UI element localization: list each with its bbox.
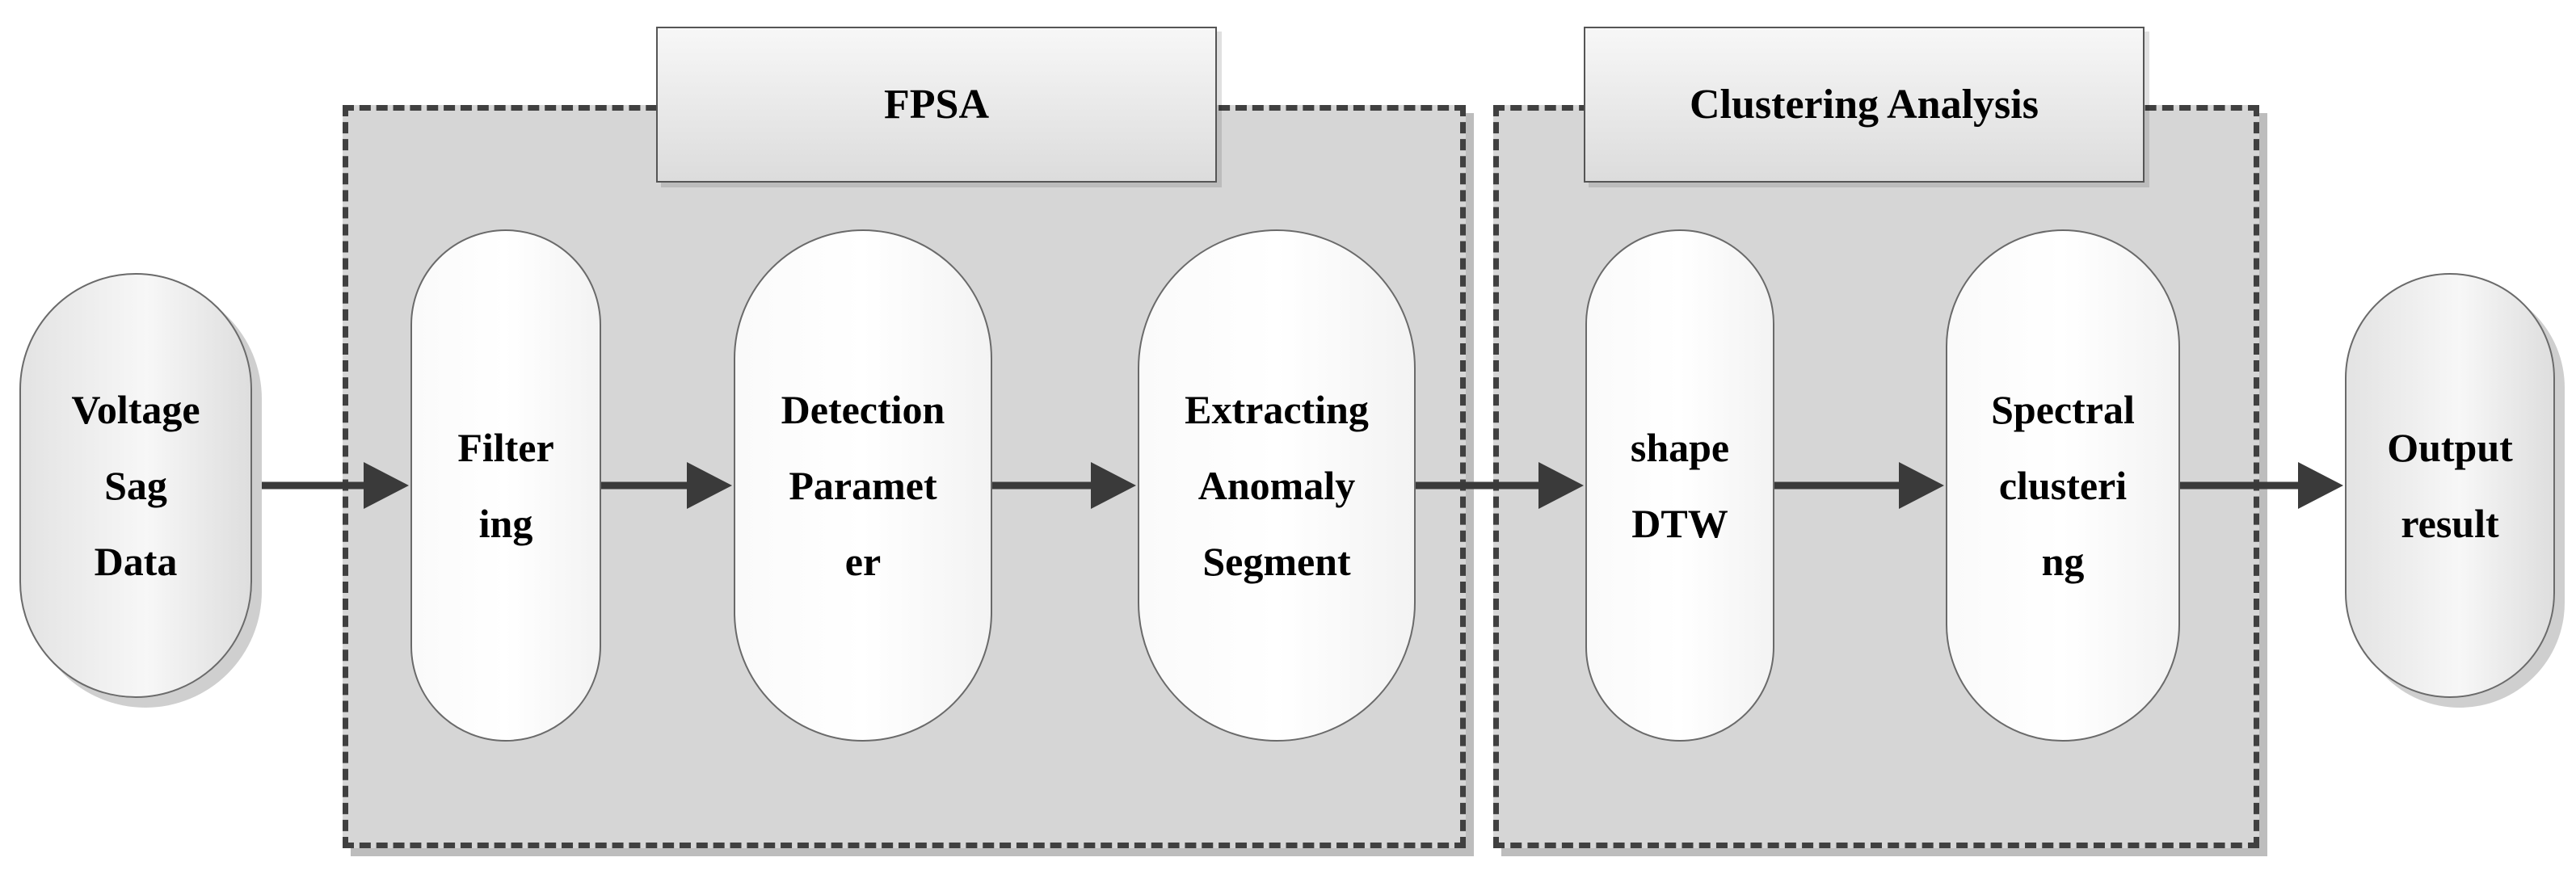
arrowhead-filtering: [364, 462, 409, 509]
shape-dtw-node: shape DTW: [1585, 229, 1774, 742]
clustering-analysis-header: Clustering Analysis: [1584, 27, 2145, 183]
voltage-sag-data-node: Voltage Sag Data: [19, 273, 252, 698]
arrowhead-dtw: [1538, 462, 1584, 509]
fpsa-header: FPSA: [656, 27, 1217, 183]
extracting-anomaly-segment-node: Extracting Anomaly Segment: [1138, 229, 1416, 742]
spectral-clustering-node: Spectral clusteri ng: [1946, 229, 2180, 742]
arrowhead-detection: [687, 462, 732, 509]
arrowhead-extracting: [1091, 462, 1136, 509]
arrowhead-output: [2298, 462, 2343, 509]
output-result-node: Output result: [2345, 273, 2555, 698]
detection-parameter-node: Detection Paramet er: [734, 229, 992, 742]
filtering-node: Filter ing: [410, 229, 601, 742]
arrowhead-spectral: [1899, 462, 1944, 509]
